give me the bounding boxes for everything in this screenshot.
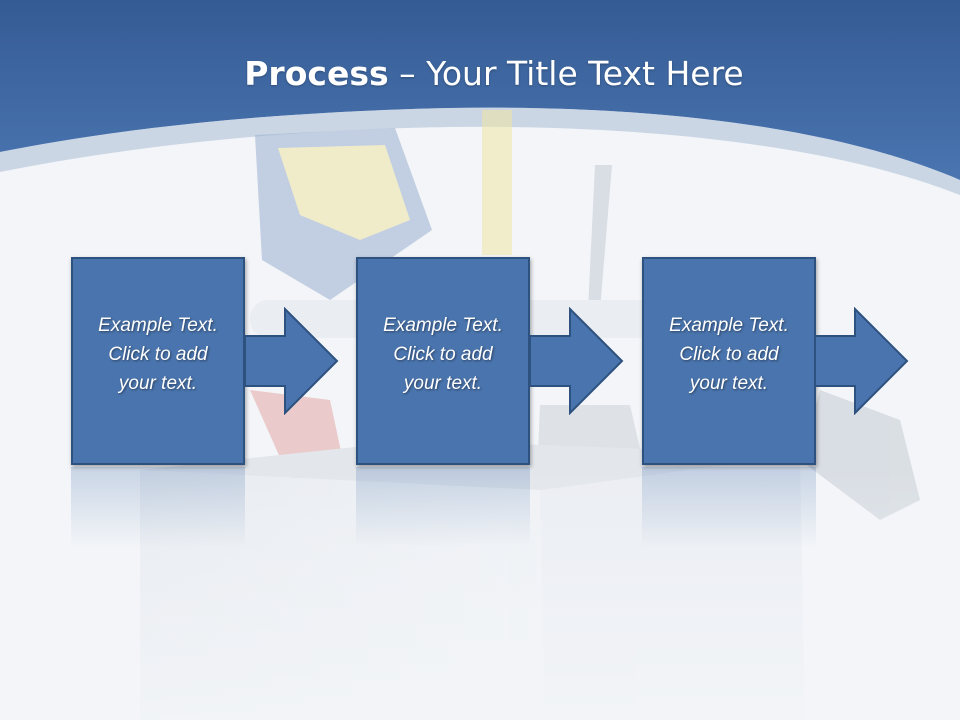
title-bold-part: Process bbox=[244, 54, 389, 93]
step-1-text[interactable]: Example Text. Click to add your text. bbox=[98, 315, 218, 394]
title-rest-part: – Your Title Text Here bbox=[388, 54, 744, 93]
right-arrow-icon bbox=[815, 307, 909, 415]
right-arrow-icon bbox=[530, 307, 624, 415]
right-arrow-icon bbox=[245, 307, 339, 415]
process-step-2[interactable]: Example Text. Click to add your text. bbox=[356, 257, 530, 465]
process-step-1[interactable]: Example Text. Click to add your text. bbox=[71, 257, 245, 465]
step-1-reflection bbox=[71, 467, 245, 547]
step-3-text[interactable]: Example Text. Click to add your text. bbox=[669, 315, 789, 394]
step-2-text[interactable]: Example Text. Click to add your text. bbox=[383, 315, 503, 394]
step-3-reflection bbox=[642, 467, 816, 547]
slide-title[interactable]: Process – Your Title Text Here bbox=[0, 52, 960, 96]
process-step-3[interactable]: Example Text. Click to add your text. bbox=[642, 257, 816, 465]
step-2-reflection bbox=[356, 467, 530, 547]
